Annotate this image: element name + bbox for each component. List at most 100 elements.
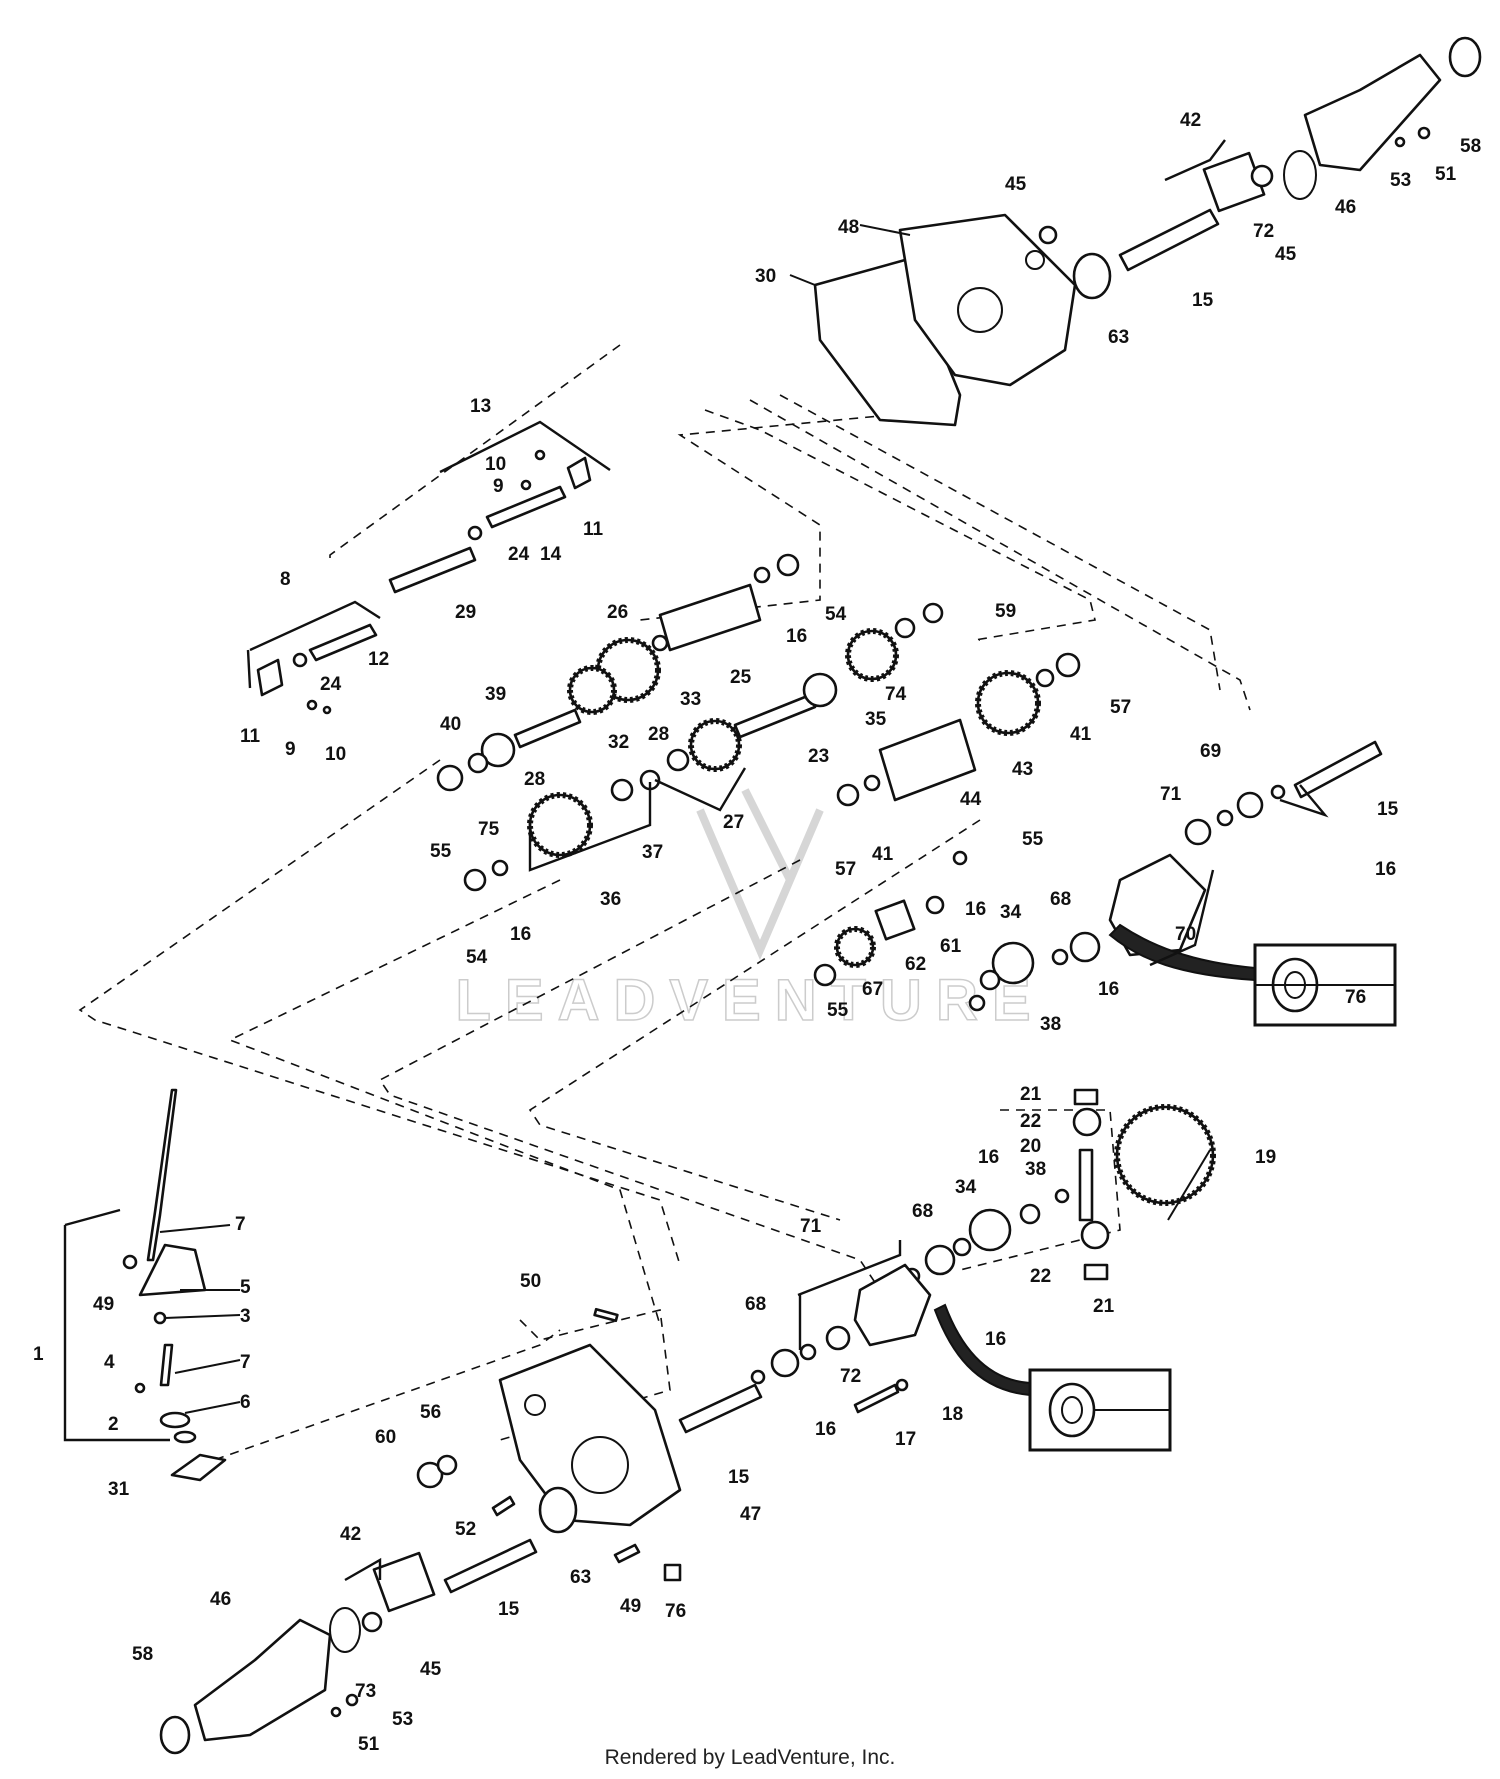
bushing-59 xyxy=(922,602,944,624)
callout-74: 75 xyxy=(478,819,500,840)
shaft-25 xyxy=(658,583,762,652)
callout-51-upper: 51 xyxy=(1435,164,1457,185)
axle-15-right xyxy=(1293,740,1383,799)
washer-53-upper xyxy=(1394,136,1406,148)
callout-45-mid: 45 xyxy=(1275,244,1297,265)
watermark-text: LEADVENTURE xyxy=(455,968,1044,1033)
callout-13: 13 xyxy=(470,396,491,417)
shift-rail-12 xyxy=(308,623,378,662)
callout-15-mid: 15 xyxy=(728,1467,750,1488)
ring-2 xyxy=(173,1430,197,1444)
callout-2: 2 xyxy=(108,1414,119,1435)
bearing-63-upper xyxy=(1072,252,1112,300)
bearing-55-left xyxy=(436,764,464,792)
callout-75: 76 xyxy=(665,1601,686,1622)
callout-68-lower: 68 xyxy=(912,1201,933,1222)
callout-16-lower-b: 16 xyxy=(985,1329,1006,1350)
callout-16-lower-e: 16 xyxy=(815,1419,836,1440)
washer-16-left xyxy=(491,859,509,877)
callout-58-lower: 58 xyxy=(132,1644,153,1665)
washer-38-lower xyxy=(1054,1188,1070,1204)
transaxle-case-half-47 xyxy=(498,1343,682,1527)
callout-38-upper: 38 xyxy=(1040,1014,1061,1035)
callout-68-upper: 68 xyxy=(1050,889,1071,910)
callout-47: 47 xyxy=(740,1504,761,1525)
washer-16-right xyxy=(1216,809,1234,827)
footer-credit: Rendered by LeadVenture, Inc. xyxy=(604,1746,896,1769)
leader-lines xyxy=(159,224,1395,1414)
spring-9-upper xyxy=(520,479,532,491)
pin-50 xyxy=(593,1307,619,1323)
bearing-58-lower xyxy=(159,1715,191,1755)
callout-16-left: 16 xyxy=(510,924,531,945)
callout-4: 4 xyxy=(104,1352,115,1373)
callout-3: 3 xyxy=(240,1306,251,1327)
callout-68-right: 69 xyxy=(1200,741,1221,762)
callout-22-bottom: 22 xyxy=(1030,1266,1051,1287)
transaxle-case-half-48 xyxy=(898,213,1077,387)
gear-40 xyxy=(480,732,516,768)
plug-75 xyxy=(663,1563,682,1582)
washer-16-lower-top xyxy=(1019,1203,1041,1225)
callout-54-upper: 54 xyxy=(825,604,847,625)
callout-63-upper: 63 xyxy=(1108,327,1129,348)
callout-10-upper: 10 xyxy=(485,454,506,475)
lever-pivot-7 xyxy=(159,1343,174,1387)
callout-53-upper: 53 xyxy=(1390,170,1411,191)
pinion-22-bottom xyxy=(1080,1220,1110,1250)
boot-5 xyxy=(138,1243,207,1297)
assembly-paths xyxy=(78,344,1251,1466)
callout-42-upper: 42 xyxy=(1180,110,1201,131)
callout-57-upper: 57 xyxy=(1110,697,1131,718)
callout-46-lower: 46 xyxy=(210,1589,231,1610)
detent-ball-10-lower xyxy=(322,705,332,715)
callout-21-bottom: 21 xyxy=(1093,1296,1115,1317)
washer-6 xyxy=(159,1411,191,1429)
callout-70: 71 xyxy=(800,1216,822,1237)
callout-19: 19 xyxy=(1255,1147,1276,1168)
callout-24-lower: 24 xyxy=(320,674,342,695)
bushing-26 xyxy=(651,634,669,652)
washer-16-diff xyxy=(979,969,1001,991)
callout-21-top: 21 xyxy=(1020,1084,1042,1105)
seal-56 xyxy=(436,1454,458,1476)
callout-69: 70 xyxy=(1175,924,1196,945)
spider-gear-68-upper xyxy=(1069,931,1101,963)
bearing-58-upper xyxy=(1448,36,1482,78)
shaft-23 xyxy=(733,693,817,739)
callout-22-top: 22 xyxy=(1020,1111,1041,1132)
callout-44: 44 xyxy=(960,789,982,810)
callout-35: 35 xyxy=(865,709,887,730)
callout-29: 29 xyxy=(455,602,476,623)
spring-9-lower xyxy=(306,699,318,711)
callout-38-lower: 38 xyxy=(1025,1159,1046,1180)
callout-53-lower: 53 xyxy=(392,1709,413,1730)
callout-43: 43 xyxy=(1012,759,1033,780)
axle-15-lower-mid xyxy=(678,1383,763,1434)
block-21-bottom xyxy=(1083,1263,1109,1281)
upper-housing-group xyxy=(813,36,1482,427)
callout-16-diff: 16 xyxy=(965,899,986,920)
seal-detail-box-lower xyxy=(933,1303,1172,1452)
callout-40: 40 xyxy=(440,714,461,735)
callout-6: 6 xyxy=(240,1392,251,1413)
callout-16-right: 16 xyxy=(1375,859,1396,880)
shift-lever-29 xyxy=(388,546,477,594)
callout-12: 12 xyxy=(368,649,389,670)
callout-41-upper: 41 xyxy=(1070,724,1092,745)
bearing-45-upper xyxy=(1038,225,1058,245)
differential-case-70 xyxy=(853,1263,932,1347)
snap-ring-24-lower xyxy=(292,652,308,668)
axle-housing-46-upper xyxy=(1303,53,1442,172)
shift-fork-11-upper xyxy=(566,456,592,490)
shaft-44 xyxy=(878,718,977,802)
callout-16-top: 16 xyxy=(786,626,807,647)
callout-51-lower: 51 xyxy=(358,1734,380,1755)
callout-15-lower: 15 xyxy=(498,1599,520,1620)
callout-57-lower: 57 xyxy=(835,859,856,880)
spacer-28-lower xyxy=(610,778,634,802)
axle-housing-46-lower xyxy=(193,1618,332,1742)
callout-1: 1 xyxy=(33,1344,44,1365)
callout-24-upper: 24 xyxy=(508,544,530,565)
bearing-54-upper xyxy=(776,553,800,577)
